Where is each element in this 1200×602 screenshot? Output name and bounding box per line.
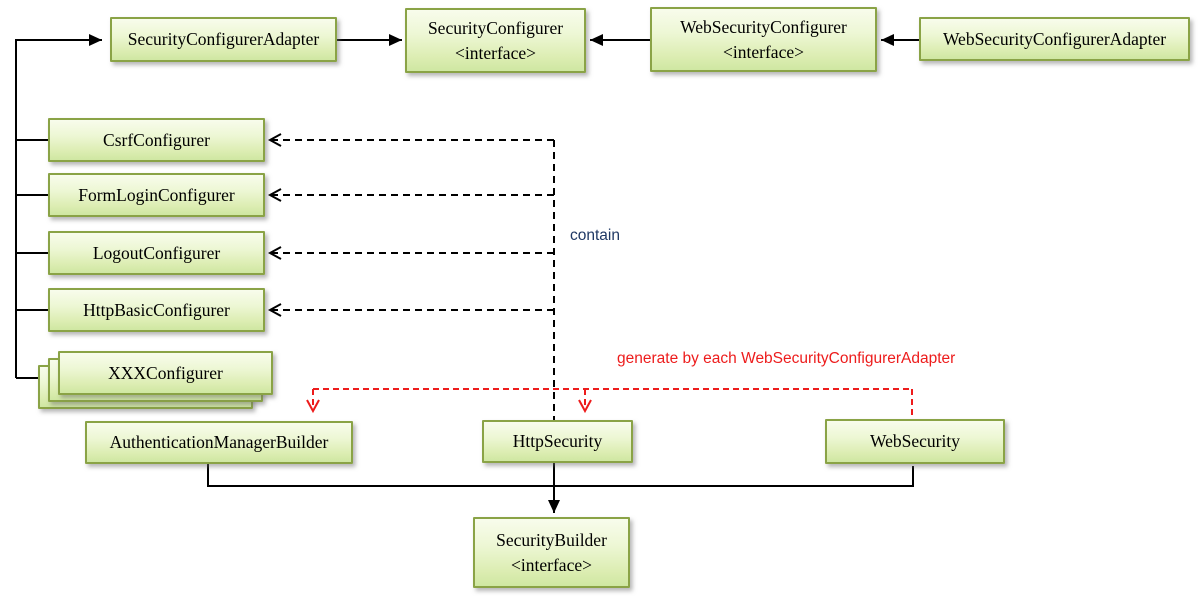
node-label: XXXConfigurer: [108, 362, 223, 383]
generate-links: [306, 388, 913, 417]
node-xxx-configurer: XXXConfigurer: [58, 351, 273, 395]
node-label: WebSecurityConfigurerAdapter: [942, 28, 1167, 49]
node-stereotype: <interface>: [723, 41, 804, 62]
contain-links: [267, 133, 555, 420]
node-csrf-configurer: CsrfConfigurer: [48, 118, 265, 162]
contain-annotation: contain: [570, 227, 620, 244]
node-label: SecurityConfigurerAdapter: [127, 29, 320, 49]
node-label: HttpBasicConfigurer: [83, 299, 230, 320]
node-web-security-configurer: WebSecurityConfigurer <interface>: [650, 7, 877, 72]
node-label: WebSecurityConfigurer: [680, 16, 847, 37]
node-web-security-configurer-adapter: WebSecurityConfigurerAdapter: [919, 17, 1190, 61]
node-label: WebSecurity: [870, 431, 960, 451]
node-label: LogoutConfigurer: [92, 242, 221, 263]
node-form-login-configurer: FormLoginConfigurer: [48, 173, 265, 217]
generate-annotation: generate by each WebSecurityConfigurerAd…: [617, 350, 956, 367]
node-security-builder: SecurityBuilder <interface>: [473, 517, 630, 588]
inheritance-arrows: [15, 34, 919, 379]
node-authentication-manager-builder: AuthenticationManagerBuilder: [85, 421, 353, 464]
node-label: SecurityBuilder: [496, 529, 607, 550]
node-web-security: WebSecurity: [825, 419, 1005, 464]
node-label: SecurityConfigurer: [427, 17, 564, 38]
node-http-security: HttpSecurity: [482, 420, 633, 463]
node-security-configurer-adapter: SecurityConfigurerAdapter: [110, 17, 337, 62]
builder-links: [207, 463, 914, 513]
node-stereotype: <interface>: [511, 554, 592, 575]
node-label: FormLoginConfigurer: [78, 184, 235, 205]
node-stereotype: <interface>: [455, 42, 536, 63]
node-label: HttpSecurity: [512, 431, 603, 451]
node-security-configurer: SecurityConfigurer <interface>: [405, 8, 586, 73]
node-http-basic-configurer: HttpBasicConfigurer: [48, 288, 265, 332]
node-label: CsrfConfigurer: [103, 129, 210, 150]
node-label: AuthenticationManagerBuilder: [109, 432, 329, 452]
node-logout-configurer: LogoutConfigurer: [48, 231, 265, 275]
